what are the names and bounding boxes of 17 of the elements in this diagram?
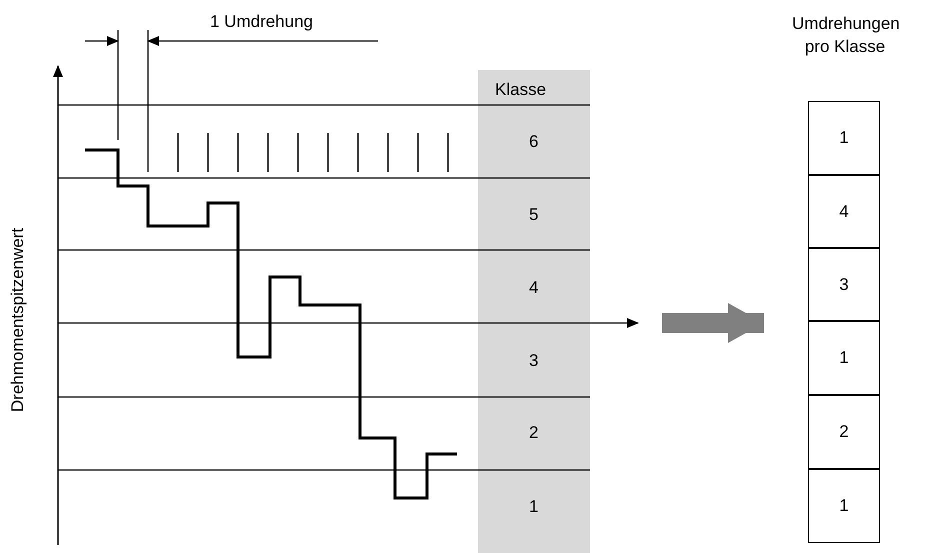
class-number: 3 — [529, 351, 538, 371]
table-cell: 2 — [808, 395, 880, 469]
dimension-label: 1 Umdrehung — [210, 12, 314, 32]
table-cell: 4 — [808, 175, 880, 248]
class-number: 2 — [529, 423, 538, 443]
table-cell: 1 — [808, 469, 880, 543]
class-number: 1 — [529, 497, 538, 517]
axis-title: Drehmomentspitzenwert — [8, 226, 28, 414]
column-heading: Klasse — [495, 80, 546, 100]
table-cell: 3 — [808, 248, 880, 321]
table-cell: 1 — [808, 101, 880, 175]
table-cell: 1 — [808, 321, 880, 395]
class-number: 4 — [529, 278, 538, 298]
table-heading: Umdrehungen pro Klasse — [792, 13, 898, 58]
arrow — [662, 303, 764, 343]
class-number: 6 — [529, 132, 538, 152]
class-number: 5 — [529, 205, 538, 225]
